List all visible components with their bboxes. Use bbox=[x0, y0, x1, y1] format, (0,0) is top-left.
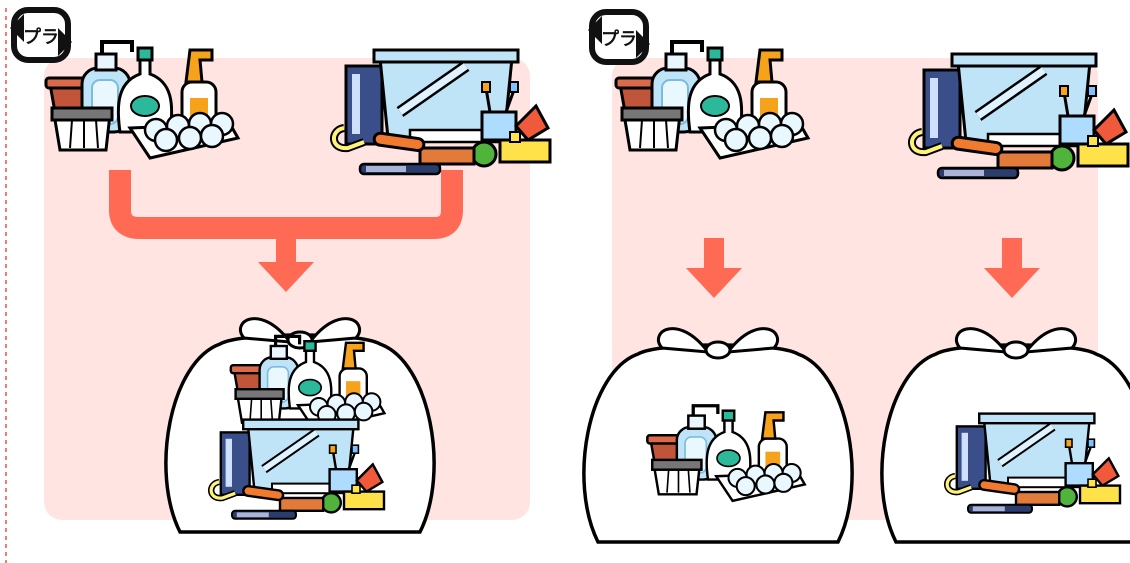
recycle-mark-icon: プラ bbox=[10, 10, 72, 60]
recycle-mark-icon: プラ bbox=[588, 12, 650, 62]
left-scene: プラ bbox=[10, 10, 550, 532]
containers-bag bbox=[584, 329, 852, 542]
combined-bag bbox=[166, 319, 434, 532]
recycle-mark-label: プラ bbox=[601, 28, 637, 49]
recycle-mark-label: プラ bbox=[23, 26, 59, 47]
right-scene: プラ bbox=[584, 12, 1130, 542]
